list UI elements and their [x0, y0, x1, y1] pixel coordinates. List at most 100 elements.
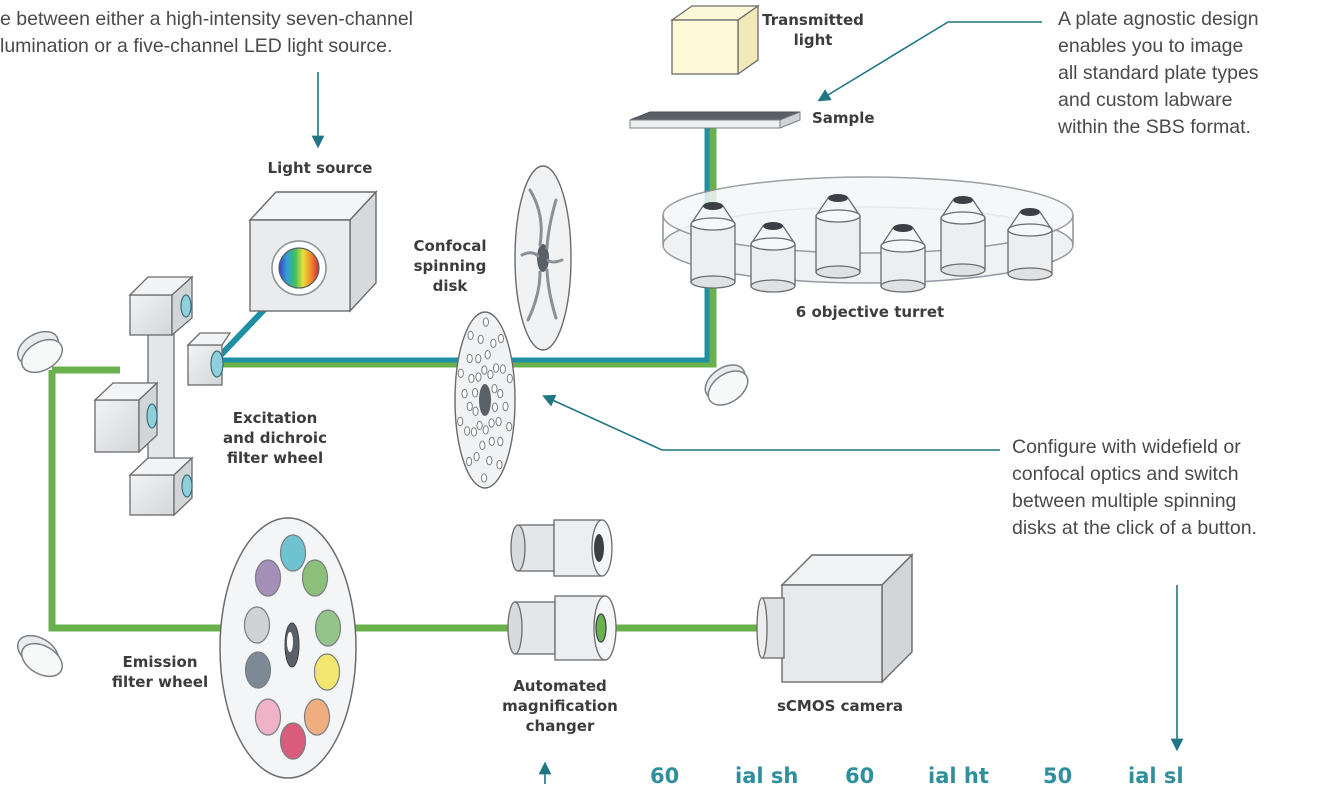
- disk-pinhole: [482, 425, 489, 435]
- emission-filter: [279, 534, 307, 572]
- optics-note-line: between multiple spinning: [1012, 490, 1237, 512]
- optics-note: Configure with widefield or confocal opt…: [1012, 434, 1257, 542]
- disk-pinhole: [482, 317, 490, 327]
- objective-turret-label: 6 objective turret: [795, 303, 945, 321]
- light-source-label: Light source: [267, 159, 373, 177]
- emission-filter: [303, 698, 331, 736]
- emission-wheel-label-line: filter wheel: [111, 673, 209, 691]
- disk-pinhole: [461, 388, 468, 399]
- confocal-disk-label-line: Confocal: [413, 237, 487, 255]
- disk-pinhole: [464, 426, 471, 436]
- emission-filter: [254, 559, 282, 597]
- spinning-disk-spare: [514, 165, 572, 351]
- disk-pinhole: [502, 401, 509, 412]
- objective-lenses: [690, 194, 1053, 293]
- excitation-filter-wheel: [93, 275, 232, 517]
- disk-pinhole: [484, 349, 491, 360]
- disk-pinhole: [488, 436, 495, 447]
- disk-pinhole: [473, 451, 480, 462]
- bottom-cut-text-2b: ial ht: [928, 764, 989, 788]
- transmitted-light-label-line: light: [793, 31, 833, 49]
- mirror-right: [704, 364, 749, 406]
- disk-pinhole: [491, 402, 498, 412]
- confocal-disk-label-line: spinning: [413, 257, 487, 275]
- optics-note-line: confocal optics and switch: [1012, 463, 1239, 485]
- disk-pinhole: [492, 363, 500, 373]
- disk-pinhole: [486, 455, 493, 466]
- emission-filters: [243, 534, 342, 760]
- disk-pinhole: [475, 372, 482, 382]
- disk-pinhole: [477, 334, 484, 345]
- objective-turret: [662, 176, 1074, 293]
- emission-filter: [279, 722, 307, 760]
- disk-pinholes: [457, 317, 513, 483]
- objective-lens: [815, 194, 861, 279]
- magnification-changer: [507, 519, 617, 661]
- objective-lens: [750, 222, 796, 293]
- emission-filter: [243, 606, 271, 644]
- disk-pinhole: [467, 330, 474, 341]
- disk-pinhole: [497, 388, 504, 399]
- spinning-disk-active: [454, 311, 516, 489]
- disk-pinhole: [457, 416, 464, 427]
- emission-filter: [254, 698, 282, 736]
- disk-pinhole: [479, 440, 486, 451]
- objective-lens: [880, 224, 926, 293]
- bottom-cut-text-1b: ial sh: [735, 764, 799, 788]
- objective-lens: [1007, 208, 1053, 281]
- emission-wheel-label-line: Emission: [122, 653, 198, 671]
- confocal-disk-label: Confocal spinning disk: [410, 236, 490, 296]
- optics-note-line: disks at the click of a button.: [1012, 517, 1257, 539]
- callouts: [311, 21, 1184, 784]
- illumination-note: e between either a high-intensity seven-…: [0, 6, 413, 60]
- scmos-camera: [756, 553, 914, 684]
- emission-filter: [301, 559, 329, 597]
- emission-filter: [313, 653, 341, 691]
- disk-pinhole: [475, 353, 482, 364]
- disk-pinhole: [470, 427, 478, 437]
- bottom-cut-text-3a: 50: [1043, 764, 1073, 788]
- plate-note-line: and custom labware: [1058, 89, 1233, 111]
- plate-note: A plate agnostic design enables you to i…: [1058, 6, 1259, 141]
- magnification-lens-spare: [510, 519, 613, 577]
- disk-pinhole: [497, 333, 504, 344]
- disk-pinhole: [499, 364, 506, 374]
- magnification-changer-label-line: Automated: [513, 677, 607, 695]
- disk-pinhole: [491, 384, 498, 394]
- emission-filter-wheel: [219, 517, 357, 779]
- disk-pinhole: [480, 473, 488, 483]
- disk-pinhole: [457, 368, 464, 379]
- sample-label: Sample: [812, 109, 875, 127]
- magnification-lens-active: [507, 595, 617, 661]
- emission-filter: [314, 609, 342, 647]
- disk-pinhole: [487, 369, 494, 380]
- emission-filter: [244, 651, 272, 689]
- disk-pinhole: [488, 418, 495, 428]
- bottom-cut-text-2a: 60: [845, 764, 875, 788]
- mirror-top-left: [16, 330, 64, 374]
- transmitted-light-box: [669, 4, 761, 76]
- illumination-note-line: lumination or a five-channel LED light s…: [0, 35, 393, 57]
- transmitted-light-label: Transmitted light: [758, 10, 868, 50]
- magnification-changer-label-line: magnification: [502, 697, 618, 715]
- objective-lens: [940, 196, 986, 277]
- objective-lens: [690, 202, 736, 289]
- disk-pinhole: [466, 456, 473, 467]
- camera-label: sCMOS camera: [777, 697, 903, 715]
- disk-pinhole: [481, 365, 488, 375]
- disk-pinhole: [472, 388, 479, 398]
- transmitted-light-label-line: Transmitted: [762, 11, 864, 29]
- excitation-wheel-label: Excitation and dichroic filter wheel: [215, 408, 335, 468]
- emission-wheel-label: Emission filter wheel: [100, 652, 220, 692]
- disk-pinhole: [496, 459, 503, 470]
- light-source-box: [248, 190, 378, 313]
- disk-pinhole: [472, 406, 479, 416]
- plate-note-line: within the SBS format.: [1058, 116, 1251, 138]
- magnification-changer-label: Automated magnification changer: [490, 676, 630, 736]
- confocal-disk-label-line: disk: [432, 277, 468, 295]
- bottom-cut-text-3b: ial sl: [1128, 764, 1184, 788]
- plate-note-line: all standard plate types: [1058, 62, 1259, 84]
- excitation-wheel-label-line: and dichroic: [223, 429, 327, 447]
- disk-pinhole: [476, 420, 483, 431]
